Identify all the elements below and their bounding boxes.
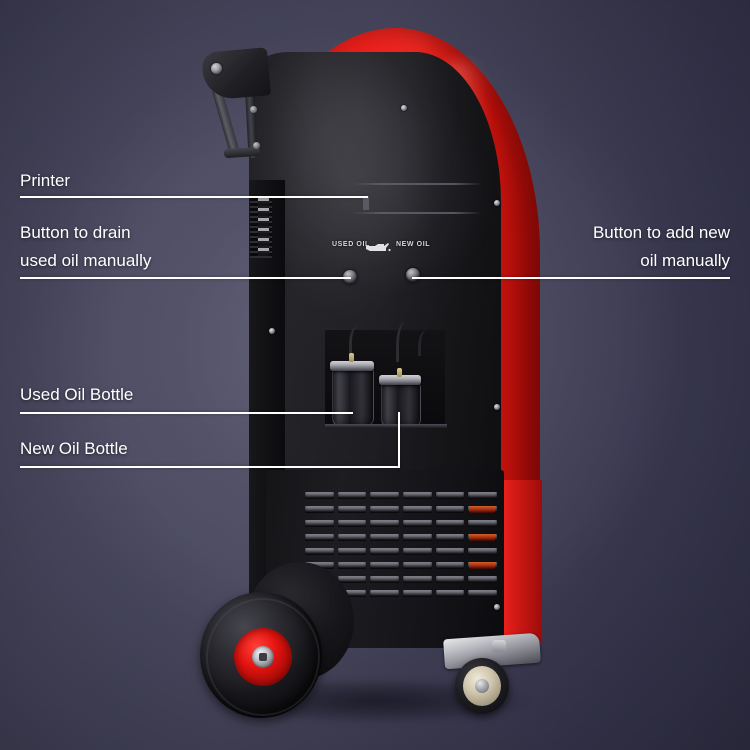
grille-internal-red-b bbox=[469, 534, 495, 541]
leader-line-new-oil-bottle-vertical bbox=[398, 412, 400, 468]
annotation-label-used-oil-bottle: Used Oil Bottle bbox=[20, 385, 134, 404]
rear-wheel-axle-nut bbox=[259, 653, 267, 661]
grille-internal-red-a bbox=[469, 506, 495, 513]
bottle-shelf bbox=[325, 424, 447, 428]
grille-slot bbox=[337, 534, 367, 541]
grille-slot bbox=[370, 506, 400, 513]
lower-vent-grille bbox=[305, 492, 498, 608]
grille-slot bbox=[468, 492, 498, 499]
grille-slot bbox=[370, 576, 400, 583]
grille-slot bbox=[370, 520, 400, 527]
used-oil-label: USED OIL bbox=[332, 241, 370, 248]
used-oil-bottle bbox=[332, 367, 374, 427]
grille-slot bbox=[435, 562, 465, 569]
new-oil-bottle-fitting bbox=[397, 368, 402, 377]
grille-slot bbox=[337, 506, 367, 513]
front-caster-axle bbox=[475, 679, 489, 693]
grille-slot bbox=[403, 506, 432, 513]
grille-slot bbox=[305, 534, 334, 541]
leader-line-add-new-oil bbox=[412, 277, 730, 279]
grille-slot bbox=[468, 590, 498, 597]
grille-slot bbox=[435, 576, 465, 583]
grille-slot bbox=[337, 548, 367, 555]
body-screw-left bbox=[269, 328, 275, 334]
annotation-label-drain-used-oil-line1: Button to drain bbox=[20, 223, 131, 242]
new-oil-bottle bbox=[381, 382, 421, 428]
grille-slot bbox=[305, 548, 334, 555]
grille-internal-red-c bbox=[469, 562, 495, 569]
grille-slot bbox=[403, 492, 432, 499]
grille-slot bbox=[435, 520, 465, 527]
leader-line-drain-used-oil bbox=[20, 277, 351, 279]
annotation-label-printer: Printer bbox=[20, 171, 71, 190]
grille-slot bbox=[337, 590, 367, 597]
grille-slot bbox=[403, 520, 432, 527]
grille-slot bbox=[435, 548, 465, 555]
grille-slot bbox=[435, 492, 465, 499]
new-oil-label: NEW OIL bbox=[396, 241, 431, 248]
used-oil-bottle-fitting bbox=[349, 353, 354, 362]
handle-screw-upper bbox=[250, 106, 257, 113]
handle-screw-lower bbox=[253, 142, 260, 149]
grille-slot bbox=[337, 562, 367, 569]
grille-slot bbox=[337, 576, 367, 583]
body-screw-right-lower bbox=[494, 604, 500, 610]
annotation-label-drain-used-oil-line2: used oil manually bbox=[20, 251, 152, 270]
grille-slot bbox=[370, 492, 400, 499]
annotation-label-add-new-oil-line2: oil manually bbox=[640, 251, 730, 270]
front-caster-pin bbox=[492, 640, 506, 652]
grille-slot bbox=[305, 492, 334, 499]
grille-slot bbox=[370, 562, 400, 569]
new-oil-bottle-cap bbox=[379, 375, 421, 385]
grille-slot bbox=[305, 506, 334, 513]
body-screw-right-upper bbox=[494, 200, 500, 206]
grille-slot bbox=[468, 520, 498, 527]
grille-slot bbox=[370, 534, 400, 541]
grille-slot bbox=[403, 562, 432, 569]
used-oil-bottle-cap bbox=[330, 361, 374, 371]
grille-slot bbox=[337, 520, 367, 527]
grille-slot bbox=[403, 534, 432, 541]
grille-slot bbox=[305, 520, 334, 527]
grille-slot bbox=[403, 590, 432, 597]
annotation-label-add-new-oil-line1: Button to add new bbox=[592, 223, 730, 242]
annotation-label-new-oil-bottle: New Oil Bottle bbox=[20, 439, 128, 458]
grille-slot bbox=[435, 506, 465, 513]
side-vent-slots bbox=[258, 198, 269, 256]
body-screw-right bbox=[494, 404, 500, 410]
grille-slot bbox=[370, 590, 400, 597]
add-new-oil-button[interactable] bbox=[406, 268, 420, 282]
used-oil-hose bbox=[349, 325, 366, 355]
printer-slot-tab bbox=[363, 196, 369, 210]
oil-can-icon bbox=[366, 243, 391, 252]
printer-slot-upper-seam bbox=[352, 183, 482, 185]
grille-slot bbox=[403, 548, 432, 555]
new-oil-hose bbox=[396, 322, 411, 362]
printer-slot-lower-seam bbox=[352, 212, 482, 214]
grille-slot bbox=[468, 576, 498, 583]
grille-slot bbox=[435, 590, 465, 597]
grille-slot bbox=[468, 548, 498, 555]
leader-line-used-oil-bottle bbox=[20, 412, 353, 414]
grille-slot bbox=[435, 534, 465, 541]
rear-wheel-tread bbox=[206, 598, 320, 716]
body-screw-top bbox=[401, 105, 407, 111]
handle-pivot-bolt bbox=[211, 63, 222, 74]
leader-line-new-oil-bottle bbox=[20, 466, 400, 468]
grille-slot bbox=[337, 492, 367, 499]
leader-line-printer bbox=[20, 196, 368, 198]
auxiliary-hose bbox=[418, 330, 433, 356]
grille-slot bbox=[403, 576, 432, 583]
grille-slot bbox=[370, 548, 400, 555]
